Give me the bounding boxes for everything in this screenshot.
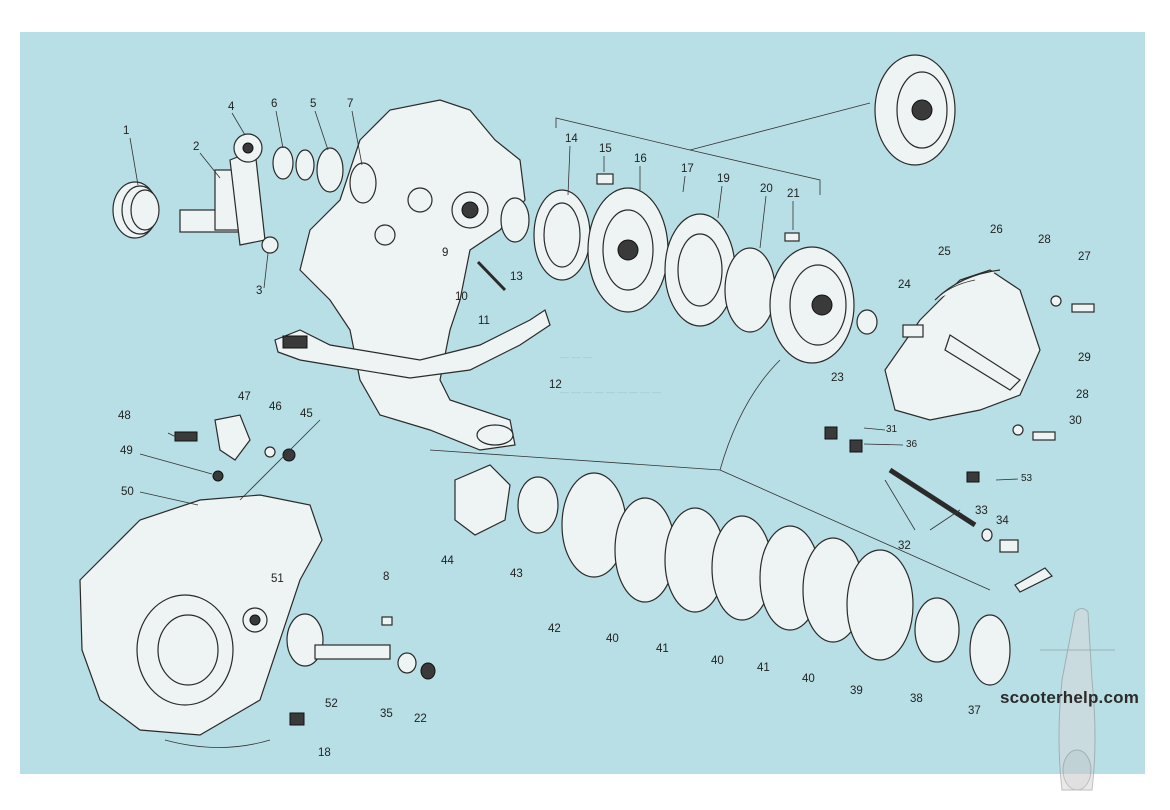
shaft-part-2: [179, 149, 266, 246]
washer-part-28a: [1050, 295, 1062, 307]
washer-part-35: [397, 652, 417, 674]
label-part-44: 44: [441, 555, 454, 567]
label-part-25: 25: [938, 246, 951, 258]
label-part-24: 24: [898, 279, 911, 291]
label-part-50: 50: [121, 486, 134, 498]
label-part-18: 18: [318, 747, 331, 759]
spring-part-34: [999, 539, 1019, 553]
label-part-30: 30: [1069, 415, 1082, 427]
label-part-2: 2: [193, 141, 199, 153]
svg-text:— — — — — — — — —: — — — — — — — — —: [560, 387, 661, 397]
label-part-42: 42: [548, 623, 561, 635]
screw-part-30: [1032, 431, 1056, 441]
gasket-part-25: [934, 279, 976, 301]
label-part-29: 29: [1078, 352, 1091, 364]
label-part-5: 5: [310, 98, 316, 110]
nut-part-53: [966, 471, 980, 483]
label-part-14: 14: [565, 133, 578, 145]
label-part-9: 9: [442, 247, 448, 259]
label-part-16: 16: [634, 153, 647, 165]
scooter-emblem: [1040, 608, 1115, 791]
label-part-27: 27: [1078, 251, 1091, 263]
label-part-15: 15: [599, 143, 612, 155]
label-part-10: 10: [455, 291, 468, 303]
label-part-28a: 28: [1038, 234, 1051, 246]
gear-assembly: [533, 173, 855, 364]
label-part-40a: 40: [606, 633, 619, 645]
gear-part-4: [233, 133, 263, 163]
label-part-41b: 41: [757, 662, 770, 674]
clutch-pushrod-part-32: [888, 467, 977, 528]
label-part-35: 35: [380, 708, 393, 720]
spring-part-1: [112, 181, 160, 239]
gear-shaft-part-52: [286, 613, 391, 667]
kickstart-lever: [274, 309, 551, 379]
clutch-cover-part-29: [884, 269, 1041, 421]
label-part-22: 22: [414, 713, 427, 725]
label-part-6: 6: [271, 98, 277, 110]
label-part-41a: 41: [656, 643, 669, 655]
watermark-text: scooterhelp.com: [1000, 688, 1140, 707]
label-part-47: 47: [238, 391, 251, 403]
nut-part-36: [849, 439, 863, 453]
label-part-21: 21: [787, 188, 800, 200]
label-part-12: 12: [549, 379, 562, 391]
label-part-52: 52: [325, 698, 338, 710]
washer-part-28b: [1012, 424, 1024, 436]
label-part-23: 23: [831, 372, 844, 384]
label-part-34: 34: [996, 515, 1009, 527]
label-part-3: 3: [256, 285, 262, 297]
label-part-31: 31: [886, 424, 898, 435]
label-part-28b: 28: [1076, 389, 1089, 401]
label-part-36: 36: [906, 439, 918, 450]
label-leaders: [129, 110, 1019, 531]
engine-casing-lower: [79, 494, 323, 736]
label-part-40b: 40: [711, 655, 724, 667]
washer-part-23: [856, 309, 878, 335]
pin-part-8: [381, 616, 393, 626]
label-part-53: 53: [1021, 473, 1033, 484]
label-part-26: 26: [990, 224, 1003, 236]
label-part-39: 39: [850, 685, 863, 697]
label-part-11: 11: [478, 315, 490, 327]
label-part-40c: 40: [802, 673, 815, 685]
label-part-13: 13: [510, 271, 523, 283]
label-part-48: 48: [118, 410, 131, 422]
label-part-43: 43: [510, 568, 523, 580]
washer-part-3: [261, 236, 279, 254]
label-part-7: 7: [347, 98, 353, 110]
label-part-20: 20: [760, 183, 773, 195]
label-part-49: 49: [120, 445, 133, 457]
label-part-45: 45: [300, 408, 313, 420]
label-part-51: 51: [271, 573, 284, 585]
label-part-19: 19: [717, 173, 730, 185]
label-part-8: 8: [383, 571, 389, 583]
clutch-plate-stack: [454, 464, 1011, 686]
rings-parts-5-6-7: [272, 146, 377, 204]
label-part-4: 4: [228, 101, 235, 113]
svg-text:— — —: — — —: [560, 352, 592, 362]
part-number-labels: 1 2 3 4 5 6 7 8 9 10 11 12 13 14 15 16 1…: [118, 98, 1091, 759]
bush-part-24: [902, 324, 924, 338]
label-part-32: 32: [898, 540, 911, 552]
nut-part-22: [420, 662, 436, 680]
nut-part-31: [824, 426, 838, 440]
washer-part-33: [981, 528, 993, 542]
label-part-33: 33: [975, 505, 988, 517]
nut-part-18: [289, 712, 305, 726]
label-part-38: 38: [910, 693, 923, 705]
label-part-46: 46: [269, 401, 282, 413]
top-right-gear: [874, 54, 956, 166]
screw-part-27: [1071, 303, 1095, 313]
label-part-17: 17: [681, 163, 694, 175]
bolt-part-10: [476, 260, 507, 292]
label-part-1: 1: [123, 125, 129, 137]
circlip-part-13: [500, 197, 530, 243]
label-part-37: 37: [968, 705, 981, 717]
